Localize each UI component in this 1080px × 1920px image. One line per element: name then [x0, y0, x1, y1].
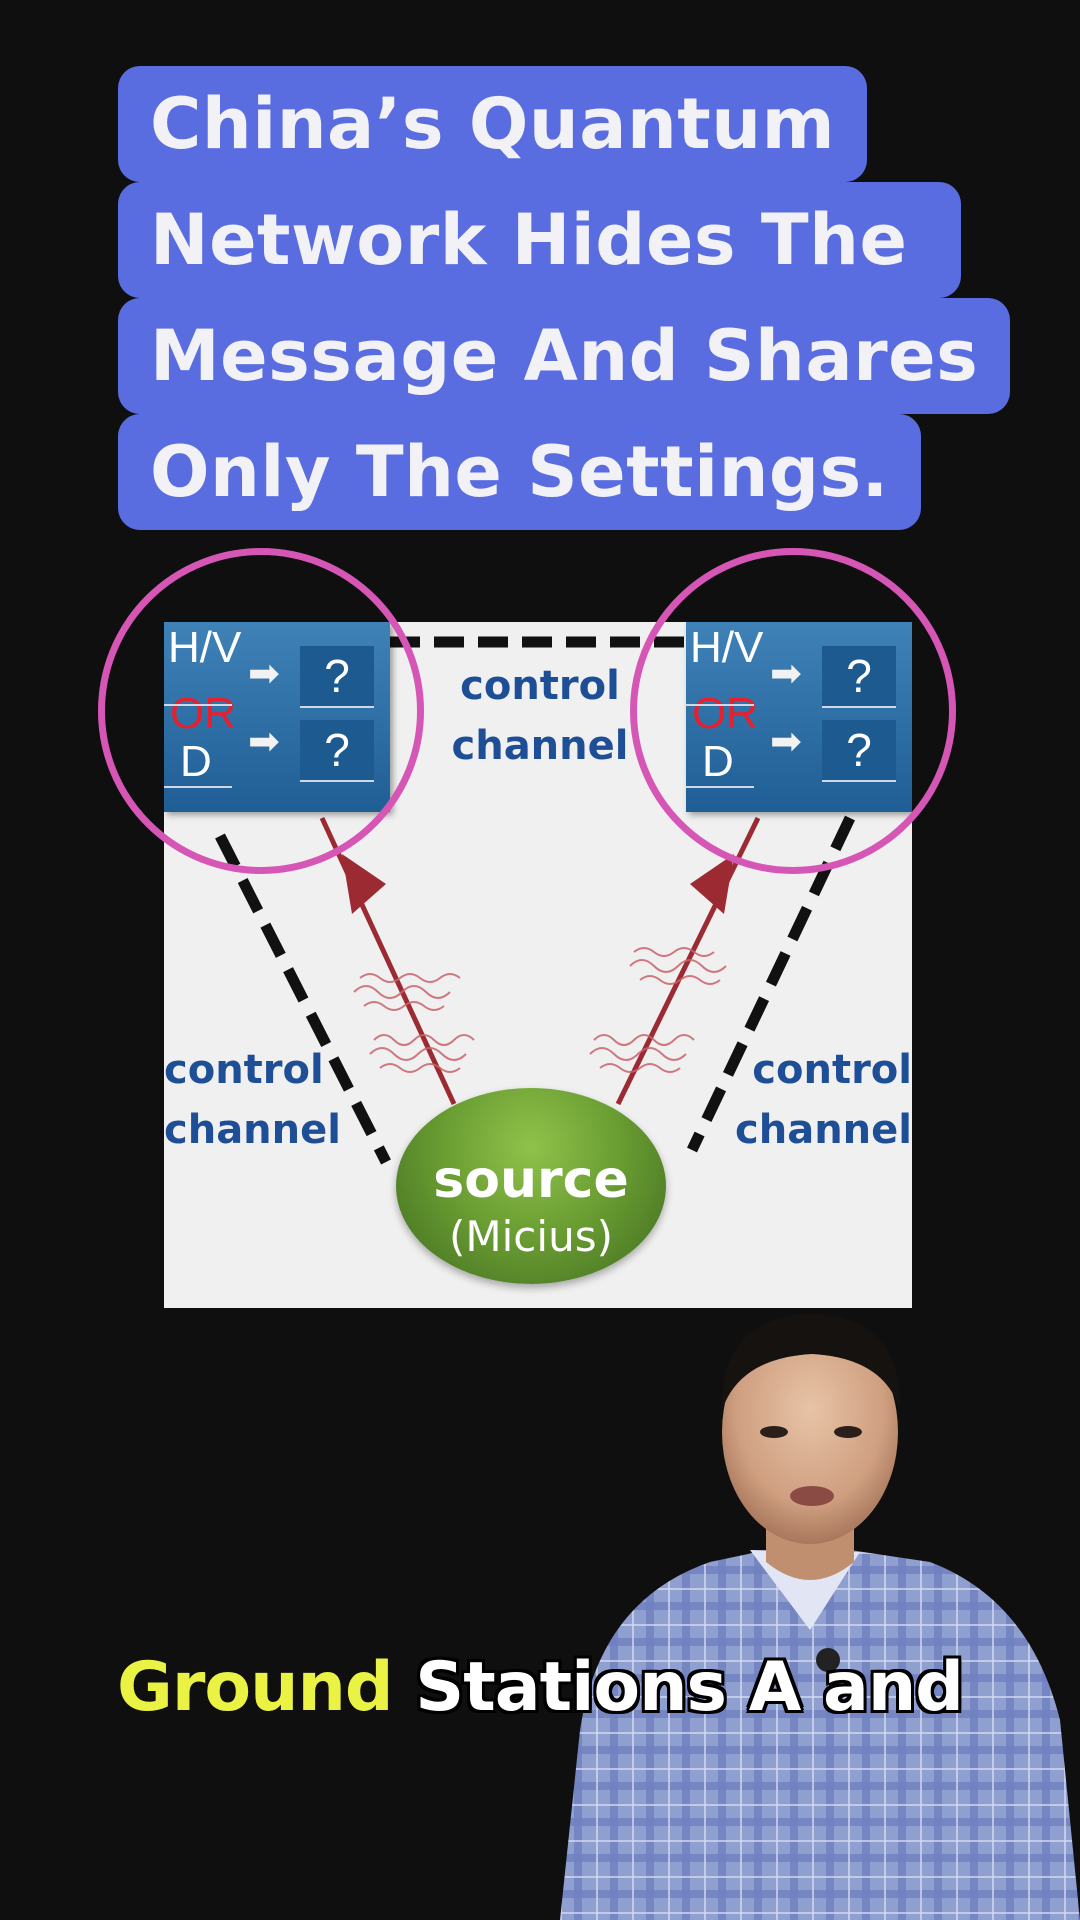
- left-beam-arrowhead: [342, 854, 386, 914]
- highlight-ring-right: [630, 548, 956, 874]
- label-line: control: [460, 663, 620, 709]
- label-line: control: [164, 1047, 324, 1093]
- title-line-1: China’s Quantum: [118, 66, 868, 182]
- left-control-channel-line: [215, 833, 391, 1165]
- presenter-shirt: [560, 1546, 1080, 1920]
- left-control-channel-label: control channel: [164, 1040, 344, 1160]
- diagram-lines: [215, 636, 855, 1165]
- right-control-channel-line: [687, 815, 855, 1153]
- presenter-eye-right: [834, 1426, 862, 1438]
- highlight-ring-left: [98, 548, 424, 874]
- right-beam-arrowhead: [690, 854, 734, 914]
- title-line-4: Only The Settings.: [118, 414, 921, 530]
- presenter-head: [722, 1320, 898, 1544]
- lapel-mic-icon: [816, 1648, 840, 1672]
- presenter-eye-left: [760, 1426, 788, 1438]
- presenter-mouth: [790, 1486, 834, 1506]
- label-line: channel: [164, 1107, 341, 1153]
- caption-rest: Stations A and: [392, 1648, 964, 1727]
- source-sublabel: (Micius): [449, 1212, 613, 1261]
- label-line: control: [752, 1047, 912, 1093]
- presenter-hair: [721, 1314, 901, 1410]
- subtitle-caption: Ground Stations A and: [0, 1648, 1080, 1728]
- top-control-channel-label: control channel: [430, 656, 650, 776]
- micius-source-node: [396, 1088, 666, 1284]
- right-control-channel-label: control channel: [734, 1040, 912, 1160]
- right-wave-packet: [589, 947, 727, 1073]
- title-line-3: Message And Shares: [118, 298, 1011, 414]
- label-line: channel: [735, 1107, 912, 1153]
- title-banner: China’s Quantum Network Hides The Messag…: [118, 66, 1018, 530]
- title-line-2: Network Hides The: [118, 182, 962, 298]
- label-line: channel: [451, 723, 629, 769]
- presenter-video-feed: [560, 1314, 1080, 1920]
- source-label: source: [433, 1150, 629, 1210]
- caption-highlight-word: Ground: [117, 1648, 394, 1727]
- left-wave-packet: [353, 973, 475, 1073]
